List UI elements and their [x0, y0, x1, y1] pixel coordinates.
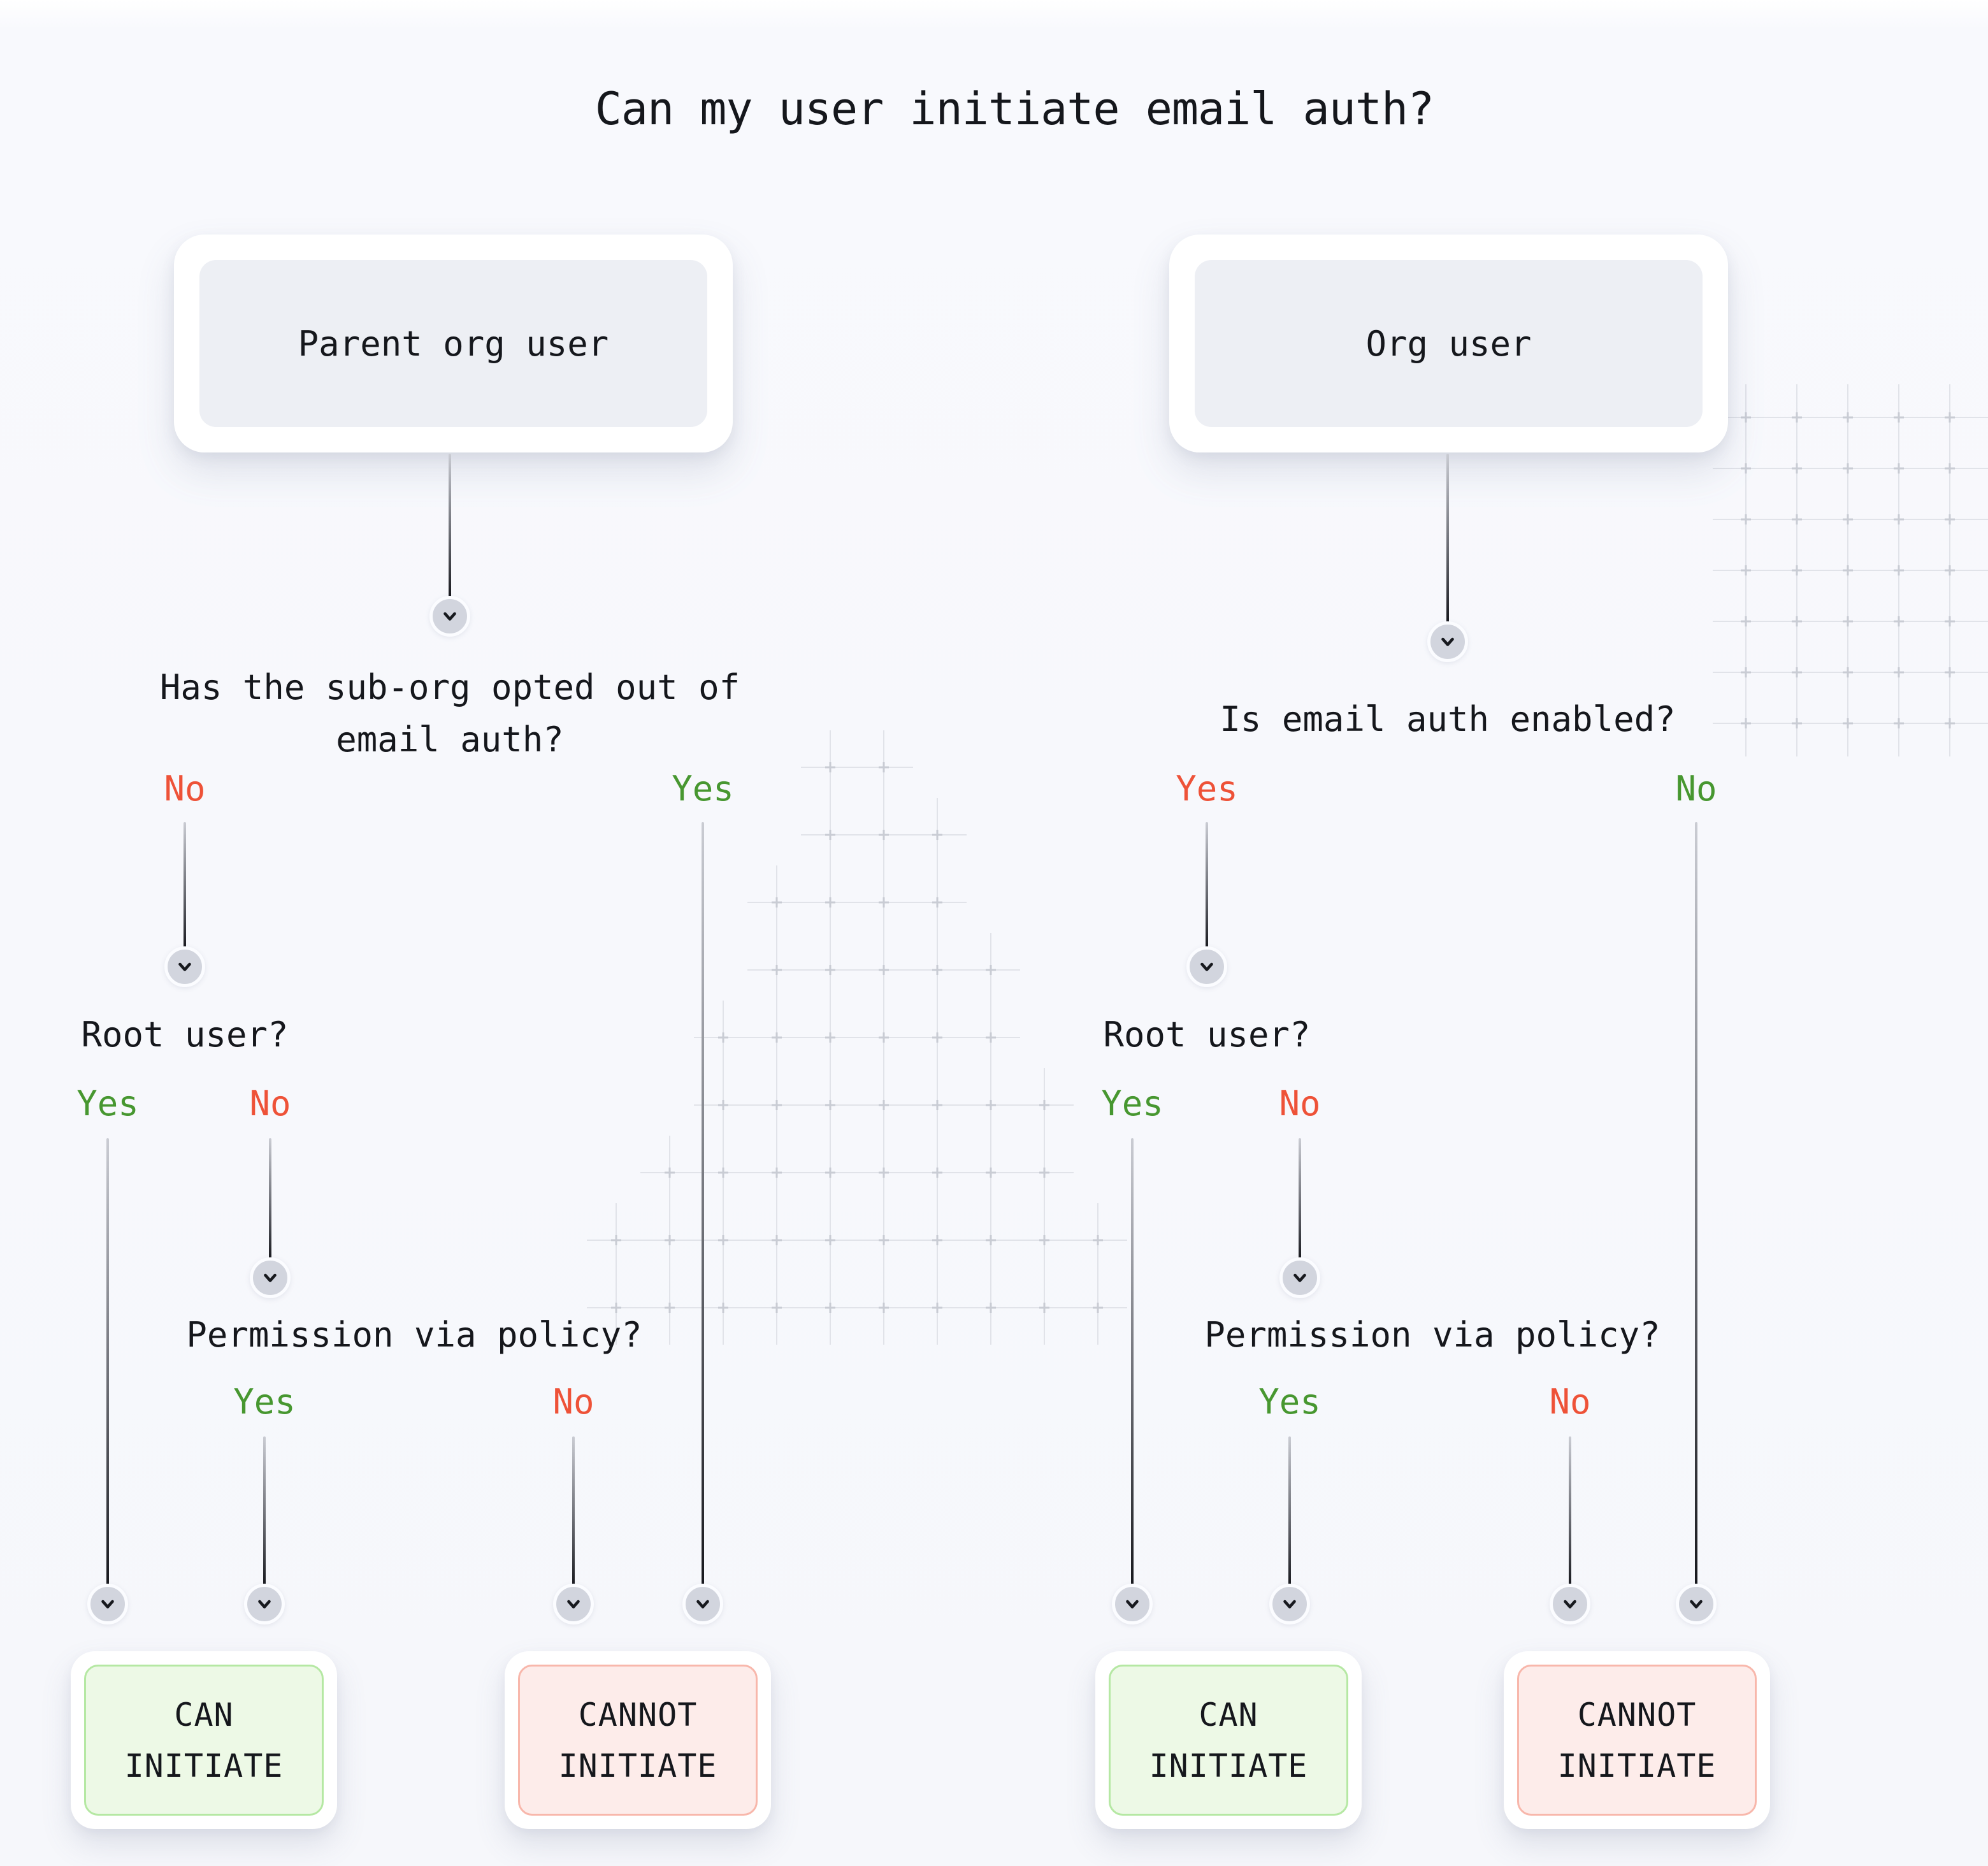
chevron-down-icon: [250, 1257, 291, 1298]
outcome-line: CAN: [1199, 1696, 1258, 1733]
question-permission-policy: Permission via policy?: [186, 1315, 642, 1355]
question-suborg-opt-out: Has the sub-org opted out of email auth?: [160, 662, 740, 766]
connector-line: [1206, 822, 1208, 950]
question-line: Has the sub-org opted out of: [159, 667, 740, 707]
branch-label-no: No: [164, 769, 206, 809]
connector-line: [702, 822, 704, 1587]
branch-label-yes: Yes: [233, 1382, 296, 1422]
chevron-down-icon: [1186, 946, 1227, 987]
chevron-down-icon: [1269, 1584, 1310, 1624]
branch-label-yes: Yes: [672, 769, 734, 809]
branch-label-yes: Yes: [1101, 1083, 1163, 1124]
connector-line: [449, 454, 451, 598]
chevron-down-icon: [1112, 1584, 1153, 1624]
parent-org-user-label: Parent org user: [199, 260, 707, 427]
outcome-line: CANNOT: [578, 1696, 698, 1733]
outcome-can-initiate-label: CAN INITIATE: [84, 1665, 324, 1816]
branch-label-yes: Yes: [76, 1083, 139, 1124]
connector-line: [1695, 822, 1697, 1587]
connector-line: [1288, 1436, 1291, 1587]
outcome-line: CANNOT: [1577, 1696, 1697, 1733]
question-email-auth-enabled: Is email auth enabled?: [1220, 699, 1676, 739]
question-line: email auth?: [336, 720, 564, 760]
outcome-line: INITIATE: [1557, 1747, 1717, 1784]
chevron-down-icon: [1676, 1584, 1717, 1624]
outcome-can-initiate-node: CAN INITIATE: [1095, 1651, 1362, 1829]
outcome-cannot-initiate-label: CANNOT INITIATE: [1517, 1665, 1757, 1816]
org-user-node: Org user: [1169, 235, 1728, 452]
outcome-can-initiate-node: CAN INITIATE: [71, 1651, 337, 1829]
outcome-cannot-initiate-label: CANNOT INITIATE: [518, 1665, 758, 1816]
org-user-label: Org user: [1195, 260, 1703, 427]
connector-line: [572, 1436, 575, 1587]
chevron-down-icon: [164, 946, 205, 987]
question-permission-policy: Permission via policy?: [1204, 1315, 1660, 1355]
connector-line: [1131, 1138, 1134, 1587]
branch-label-no: No: [1279, 1083, 1321, 1124]
chevron-down-icon: [429, 596, 470, 637]
chevron-down-icon: [244, 1584, 285, 1624]
branch-label-no: No: [249, 1083, 291, 1124]
connector-line: [106, 1138, 109, 1587]
branch-label-yes: Yes: [1176, 769, 1238, 809]
outcome-cannot-initiate-node: CANNOT INITIATE: [505, 1651, 771, 1829]
outcome-line: INITIATE: [1149, 1747, 1308, 1784]
chevron-down-icon: [1427, 621, 1468, 662]
chevron-down-icon: [1550, 1584, 1590, 1624]
outcome-can-initiate-label: CAN INITIATE: [1109, 1665, 1348, 1816]
chevron-down-icon: [1279, 1257, 1320, 1298]
outcome-line: INITIATE: [558, 1747, 717, 1784]
connector-line: [1569, 1436, 1571, 1587]
chevron-down-icon: [682, 1584, 723, 1624]
question-root-user: Root user?: [1103, 1015, 1311, 1055]
branch-label-yes: Yes: [1258, 1382, 1321, 1422]
branch-label-no: No: [1675, 769, 1717, 809]
chevron-down-icon: [87, 1584, 128, 1624]
connector-line: [1299, 1138, 1301, 1261]
branch-label-no: No: [1549, 1382, 1591, 1422]
outcome-cannot-initiate-node: CANNOT INITIATE: [1504, 1651, 1770, 1829]
connector-line: [1446, 454, 1449, 623]
outcome-line: CAN: [174, 1696, 234, 1733]
connector-line: [263, 1436, 266, 1587]
parent-org-user-node: Parent org user: [174, 235, 733, 452]
branch-label-no: No: [552, 1382, 594, 1422]
chevron-down-icon: [553, 1584, 594, 1624]
question-root-user: Root user?: [81, 1015, 289, 1055]
connector-line: [269, 1138, 271, 1261]
connector-line: [184, 822, 186, 950]
outcome-line: INITIATE: [124, 1747, 284, 1784]
page-title: Can my user initiate email auth?: [594, 83, 1435, 135]
